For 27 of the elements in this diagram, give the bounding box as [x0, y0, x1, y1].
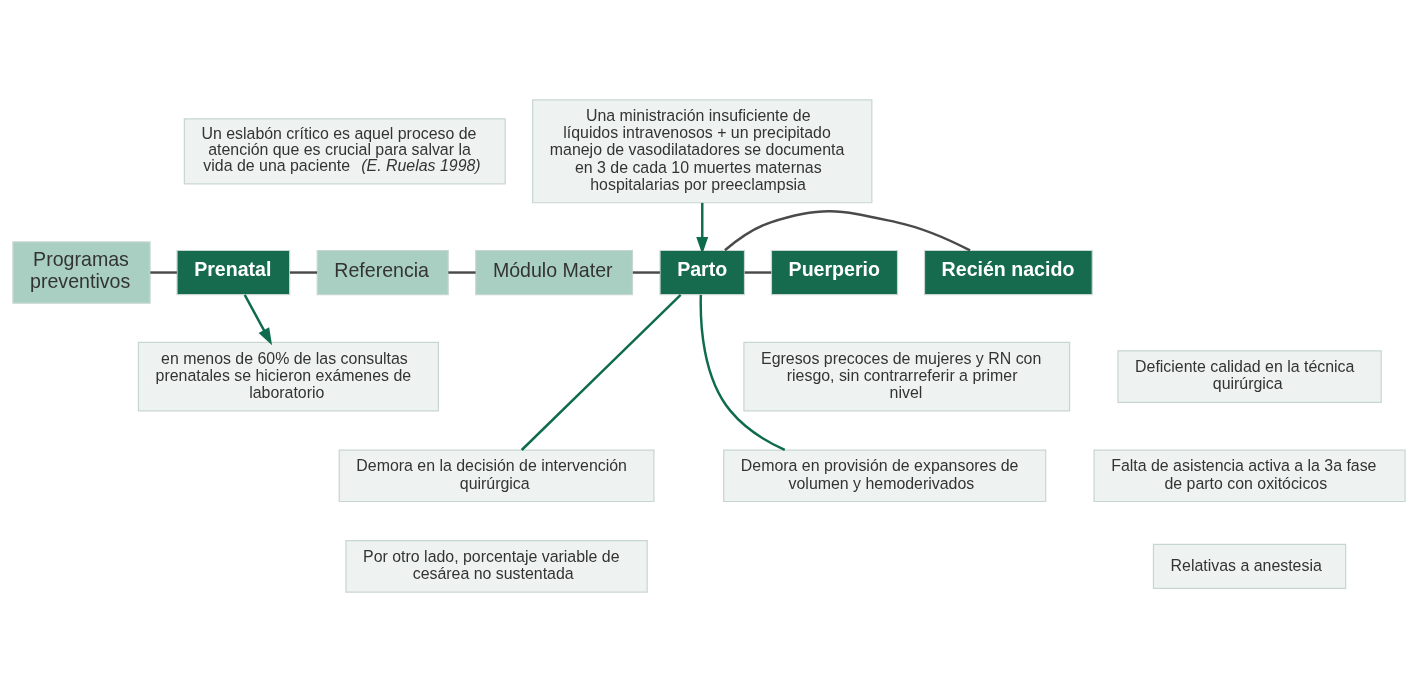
node-box: Parto: [659, 249, 746, 295]
connector: [724, 209, 971, 251]
node-box: Demora en provisión de expansores de volumen y hemoderivados: [723, 448, 1047, 502]
connector: [744, 270, 772, 274]
node-box: Relativas a anestesia: [1152, 543, 1347, 589]
connector: [699, 294, 786, 451]
node-box: Recién nacido: [923, 249, 1093, 295]
node-box: Una ministración insuficiente de líquidos intravenosos + un precipitado manejo de vasodilatadores se documenta en 3 de cada 10 muertes maternas hospitalarias por preeclampsia: [532, 98, 873, 203]
node-box: Por otro lado, porcentaje variable de cesárea no sustentada: [345, 539, 648, 593]
arrow: [243, 293, 273, 345]
arrow: [696, 202, 709, 254]
connector: [150, 270, 177, 274]
node-box: Módulo Mater: [475, 249, 634, 295]
connector: [520, 293, 682, 451]
node-box: Falta de asistencia activa a la 3a fase de parto con oxitócicos: [1093, 448, 1406, 502]
node-box: en menos de 60% de las consultas prenatales se hicieron exámenes de laboratorio: [137, 341, 440, 411]
connector: [632, 270, 660, 274]
connector: [448, 270, 476, 274]
node-box: Deficiente calidad en la técnica quirúrgica: [1117, 349, 1382, 403]
node-box: Un eslabón crítico es aquel proceso de atención que es crucial para salvar la vida de una paciente (E. Ruelas 1998): [183, 117, 506, 184]
node-box: Prenatal: [176, 249, 291, 295]
node-box: Referencia: [316, 249, 449, 295]
node-box: Programas preventivos: [12, 240, 151, 304]
node-box: Puerperio: [770, 249, 899, 295]
node-box: Demora en la decisión de intervención quirúrgica: [338, 448, 655, 502]
node-box: Egresos precoces de mujeres y RN con riesgo, sin contrarreferir a primer nivel: [743, 341, 1071, 411]
connector: [289, 270, 318, 274]
